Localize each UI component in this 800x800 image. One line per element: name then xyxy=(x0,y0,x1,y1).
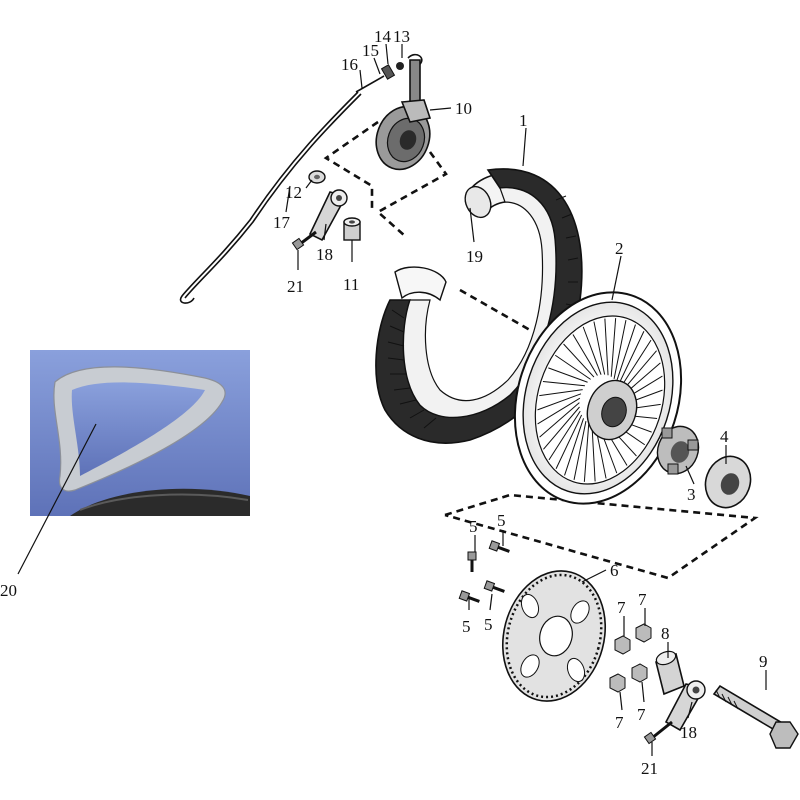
spoke xyxy=(539,402,580,438)
brake-arm-18-bottom xyxy=(664,680,706,732)
callout-19: 19 xyxy=(466,247,483,266)
wheel-rim xyxy=(513,291,683,505)
spoke xyxy=(583,423,590,482)
callout-21-b: 21 xyxy=(641,759,658,778)
callout-18-a: 18 xyxy=(316,245,333,264)
callout-1: 1 xyxy=(519,111,528,130)
rear-axle-9 xyxy=(712,684,799,749)
axle-spacer-8 xyxy=(655,650,685,696)
callout-5-c: 5 xyxy=(462,617,471,636)
leader-lines xyxy=(17,43,767,756)
spoke xyxy=(555,414,583,469)
spoke xyxy=(554,354,591,380)
callouts: 1 2 3 4 5 5 5 5 6 7 7 7 7 8 9 10 11 12 1… xyxy=(0,27,768,778)
spoke xyxy=(563,343,595,378)
spoke xyxy=(543,406,580,450)
bolt-21-bottom xyxy=(643,720,673,745)
brake-cable xyxy=(179,53,423,304)
callout-7-d: 7 xyxy=(637,705,646,724)
spoke xyxy=(610,318,617,377)
spoke xyxy=(582,326,602,375)
callout-21-a: 21 xyxy=(287,277,304,296)
sprocket-hub-4 xyxy=(704,455,752,509)
callout-7-c: 7 xyxy=(615,713,624,732)
spoke xyxy=(537,397,581,425)
spoke xyxy=(537,393,582,411)
bolt-21-top xyxy=(291,230,317,251)
damper-3 xyxy=(656,425,700,475)
callout-9: 9 xyxy=(759,652,768,671)
spoke xyxy=(548,367,588,383)
spoke xyxy=(542,380,585,387)
callout-4: 4 xyxy=(720,427,729,446)
collar-11 xyxy=(343,217,361,241)
brake-arm-18-top xyxy=(308,189,348,242)
callout-20: 20 xyxy=(0,581,17,600)
callout-7-a: 7 xyxy=(617,598,626,617)
spoke xyxy=(573,421,587,480)
spoke xyxy=(539,389,583,397)
brake-panel xyxy=(375,99,432,171)
callout-5-d: 5 xyxy=(484,615,493,634)
callout-5-a: 5 xyxy=(469,517,478,536)
sprocket-nuts-7 xyxy=(609,623,652,693)
callout-8: 8 xyxy=(661,624,670,643)
callout-13: 13 xyxy=(393,27,410,46)
callout-16: 16 xyxy=(341,55,358,74)
assembly-guide-lines xyxy=(323,120,759,580)
spoke xyxy=(613,320,627,379)
spoke xyxy=(591,424,596,482)
callout-6: 6 xyxy=(610,561,619,580)
cable-adjuster-pin xyxy=(396,62,404,70)
callout-11: 11 xyxy=(343,275,359,294)
callout-5-b: 5 xyxy=(497,511,506,530)
callout-17: 17 xyxy=(273,213,291,232)
cable-adjuster-nut xyxy=(380,64,396,80)
callout-12: 12 xyxy=(285,183,302,202)
callout-2: 2 xyxy=(615,239,624,258)
callout-3: 3 xyxy=(687,485,696,504)
callout-7-b: 7 xyxy=(638,590,647,609)
spoke xyxy=(617,331,645,386)
rim-strip-photo xyxy=(30,350,250,516)
spoke xyxy=(619,339,652,390)
spoke xyxy=(616,324,636,382)
top-small-parts xyxy=(291,170,361,251)
sprocket-bolts-5 xyxy=(458,540,510,603)
callout-15: 15 xyxy=(362,41,379,60)
spoke xyxy=(604,318,609,376)
spoke xyxy=(548,410,581,461)
spoke xyxy=(572,334,598,376)
callout-14: 14 xyxy=(374,27,392,46)
spoke xyxy=(593,321,606,375)
callout-10: 10 xyxy=(455,99,472,118)
callout-18-b: 18 xyxy=(680,723,697,742)
spoke xyxy=(564,418,584,476)
rear-sprocket xyxy=(501,570,607,702)
